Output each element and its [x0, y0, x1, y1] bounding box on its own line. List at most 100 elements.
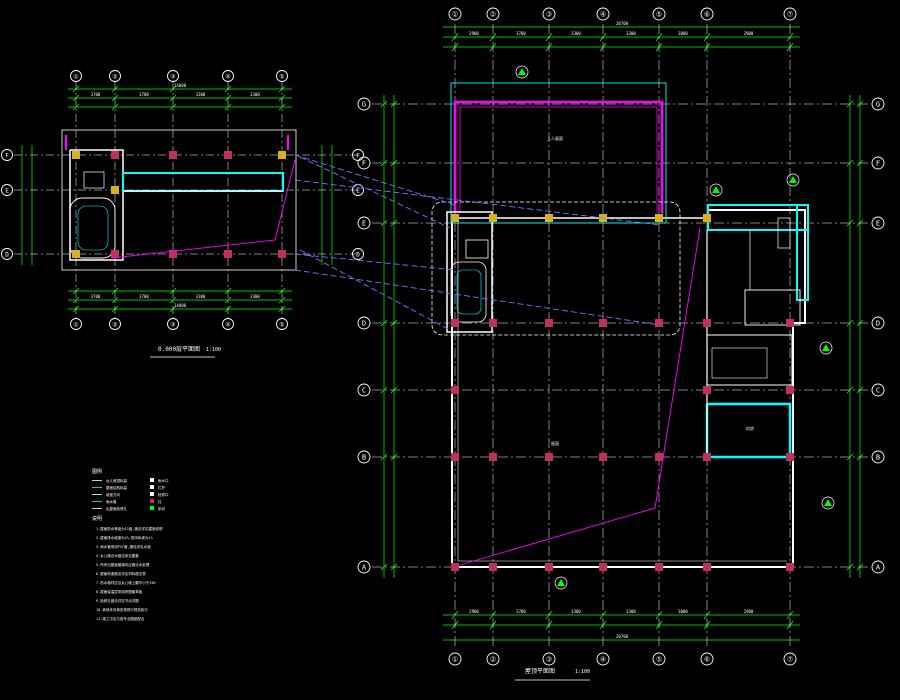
column	[655, 319, 663, 327]
projection-line-4	[299, 156, 451, 229]
legend-marker-text: 剖切	[158, 506, 165, 511]
grid-bubble-bottom-1	[70, 318, 82, 330]
dim-tick	[278, 296, 286, 304]
grid-bubble-label: ④	[225, 74, 230, 81]
dashed-rounded-region	[431, 201, 681, 336]
column	[451, 319, 459, 327]
grid-bubble-label: D	[876, 320, 880, 328]
column	[224, 250, 232, 258]
legend-note: 11.施工中应与各专业图纸配合	[96, 616, 145, 621]
service-room-1	[744, 289, 801, 326]
legend-item-text: 雨水管	[106, 499, 117, 504]
grid-bubble-label: ⑤	[279, 322, 284, 329]
grid-bubble-top-5	[652, 7, 666, 21]
column	[451, 386, 459, 394]
grid-bubble-label: ⑦	[787, 11, 793, 19]
grid-bubble-label: ④	[600, 656, 606, 664]
grid-bubble-label: ③	[170, 322, 175, 329]
grid-bubble-label: ②	[112, 322, 117, 329]
legend-note: 3.雨水管采用PVC管,管径详见水施	[96, 544, 151, 549]
legend-marker-text: 雨水口	[158, 478, 169, 483]
grid-bubble-label: ⑦	[787, 656, 793, 664]
dim-tick	[380, 386, 388, 394]
section-mark-arrow	[824, 499, 832, 506]
legend-item-text: 出屋面检修孔	[106, 506, 127, 511]
grid-bubble-left-E	[1, 184, 13, 196]
legend-marker	[150, 499, 154, 503]
magenta-leader-main	[459, 227, 701, 566]
column	[786, 386, 794, 394]
column	[545, 563, 553, 571]
grid-bubble-top-3	[167, 70, 179, 82]
grid-bubble-right-F	[871, 156, 885, 170]
legend-marker-text: 检修口	[158, 492, 169, 497]
grid-bubble-left-D	[1, 248, 13, 260]
column	[703, 563, 711, 571]
grid-bubble-label: ①	[452, 656, 458, 664]
dim-text: 3700	[139, 92, 149, 97]
core-room	[465, 239, 489, 259]
connector-lines	[111, 154, 701, 566]
dim-total-text: 14000	[174, 83, 187, 88]
grid-bubble-label: ③	[546, 656, 552, 664]
section-mark-arrow	[789, 176, 797, 183]
grid-bubble-bottom-2	[486, 652, 500, 666]
dimension-lines: 3700370037003700330033003300330014000140…	[21, 83, 333, 313]
grid-bubble-label: E	[362, 220, 366, 228]
legend-note: 8.屋面保温层采用挤塑聚苯板	[96, 589, 143, 594]
grid-bubble-left-B	[357, 450, 371, 464]
legend-item-text: 女儿墙顶标高	[106, 478, 127, 483]
grid-bubble-label: C	[876, 387, 880, 395]
column	[545, 453, 553, 461]
legend-marker	[150, 492, 154, 496]
dim-text: 2900	[744, 609, 754, 614]
section-mark	[554, 576, 568, 590]
column	[703, 453, 711, 461]
grid-bubble-right-D	[352, 248, 364, 260]
dim-tick	[380, 219, 388, 227]
column	[451, 563, 459, 571]
dim-tick	[224, 103, 232, 111]
grid-bubble-label: B	[876, 454, 880, 462]
grid-bubble-label: ③	[170, 74, 175, 81]
column	[489, 319, 497, 327]
grid-bubble-label: A	[362, 564, 367, 572]
column	[655, 563, 663, 571]
section-mark	[821, 496, 835, 510]
pool-oval	[450, 261, 487, 323]
dim-tick	[72, 296, 80, 304]
room-label: 上人屋面	[547, 135, 563, 141]
legend-marker-text: 柱	[158, 499, 162, 504]
section-mark	[515, 65, 529, 79]
notes-heading: 说明	[92, 515, 102, 522]
grid-bubble-right-G	[871, 97, 885, 111]
grid-bubble-label: G	[362, 101, 366, 109]
dim-text: 3300	[571, 609, 581, 614]
grid-bubble-label: A	[876, 564, 881, 572]
grid-bubble-label: C	[362, 387, 366, 395]
grid-bubble-label: ②	[490, 11, 496, 19]
section-mark-arrow	[822, 344, 830, 351]
legend: 图例 女儿墙顶标高屋面结构标高坡度方向雨水管出屋面检修孔雨水口栏杆检修口柱剖切 …	[92, 468, 169, 621]
projection-line-5	[299, 249, 451, 331]
column	[599, 319, 607, 327]
section-mark	[819, 341, 833, 355]
dim-tick	[278, 103, 286, 111]
dim-text: 2900	[469, 609, 479, 614]
column	[703, 319, 711, 327]
column	[224, 151, 232, 159]
grid-bubble-right-F	[352, 149, 364, 161]
legend-marker	[150, 506, 154, 510]
grid-bubble-left-D	[357, 316, 371, 330]
grid-bubble-label: ⑤	[656, 656, 662, 664]
dim-text: 3000	[678, 609, 688, 614]
grid-bubble-left-F	[1, 149, 13, 161]
grid-bubble-label: ③	[546, 11, 552, 19]
grid-bubble-label: E	[876, 220, 880, 228]
legend-item-text: 坡度方向	[106, 492, 120, 497]
dim-text: 3700	[516, 31, 526, 36]
dim-tick	[224, 296, 232, 304]
dim-total-text: 20700	[616, 21, 629, 26]
grid-bubble-label: ①	[73, 322, 78, 329]
